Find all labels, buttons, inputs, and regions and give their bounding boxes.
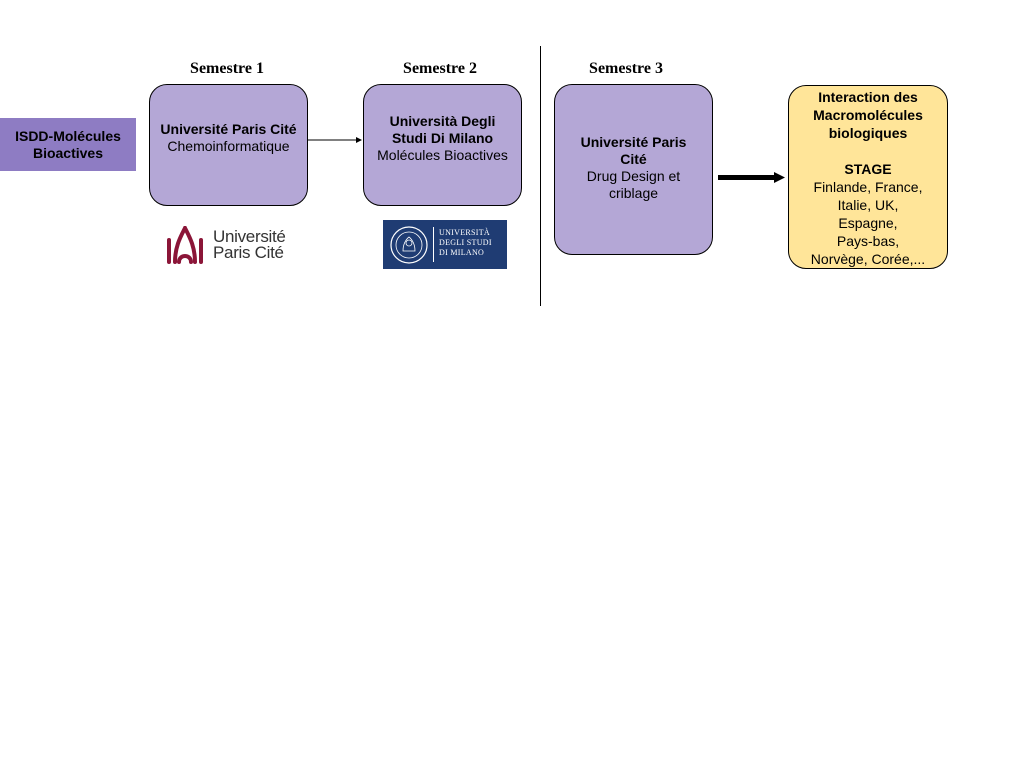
milano-logo-line3: DI MILANO <box>439 248 485 257</box>
milano-logo-line2: DEGLI STUDI <box>439 238 492 247</box>
stage-country-line: Espagne, <box>838 215 898 231</box>
semester-2-course: Molécules Bioactives <box>377 147 508 163</box>
semester-2-institution-line2: Studi Di Milano <box>391 130 494 146</box>
arrow-s1-s2 <box>308 137 362 143</box>
semester-3-heading: Semestre 3 <box>589 60 663 77</box>
stage-box: Interaction des Macromolécules biologiqu… <box>788 85 948 269</box>
stage-title-line1: Interaction des <box>818 89 918 105</box>
semester-divider <box>540 46 541 306</box>
arrow-s3-stage <box>718 172 785 183</box>
semester-2-heading: Semestre 2 <box>403 60 477 77</box>
semester-1-institution: Université Paris Cité <box>160 121 297 137</box>
stage-country-line: Pays-bas, <box>836 233 900 249</box>
milano-logo-separator <box>433 227 434 262</box>
semester-1-course: Chemoinformatique <box>167 138 290 154</box>
stage-country-line: Norvège, Corée,... <box>810 251 926 267</box>
upc-logo-line2: Paris Cité <box>213 243 284 262</box>
stage-title-line2: Macromolécules <box>813 107 923 123</box>
eiffel-monogram-icon <box>167 226 203 264</box>
stage-title-line3: biologiques <box>828 125 908 141</box>
milano-logo-text: UNIVERSITÀ DEGLI STUDI DI MILANO <box>439 228 492 258</box>
seal-icon <box>390 226 428 264</box>
milano-logo-line1: UNIVERSITÀ <box>439 228 490 237</box>
program-label-line1: ISDD-Molécules <box>15 127 121 144</box>
semester-3-institution-line2: Cité <box>620 151 647 167</box>
upc-logo-line1: Université <box>213 227 286 246</box>
semester-1-box: Université Paris Cité Chemoinformatique <box>149 84 308 206</box>
program-label-line2: Bioactives <box>32 144 104 161</box>
semester-3-institution-line1: Université Paris <box>580 134 687 150</box>
universite-paris-cite-logo: Université Paris Cité <box>165 226 295 264</box>
program-label: ISDD-Molécules Bioactives <box>0 118 136 171</box>
semester-3-box: Université Paris Cité Drug Design et cri… <box>554 84 713 255</box>
stage-country-line: Italie, UK, <box>837 197 899 213</box>
semester-2-institution-line1: Università Degli <box>389 113 496 129</box>
stage-country-line: Finlande, France, <box>813 179 923 195</box>
upc-logo-text: Université Paris Cité <box>213 227 286 262</box>
semester-2-box: Università Degli Studi Di Milano Molécul… <box>363 84 522 206</box>
universita-milano-logo: UNIVERSITÀ DEGLI STUDI DI MILANO <box>383 220 507 269</box>
semester-3-course-line2: criblage <box>608 185 659 201</box>
semester-3-course-line1: Drug Design et <box>586 168 681 184</box>
semester-1-heading: Semestre 1 <box>190 60 264 77</box>
stage-label: STAGE <box>844 161 892 177</box>
